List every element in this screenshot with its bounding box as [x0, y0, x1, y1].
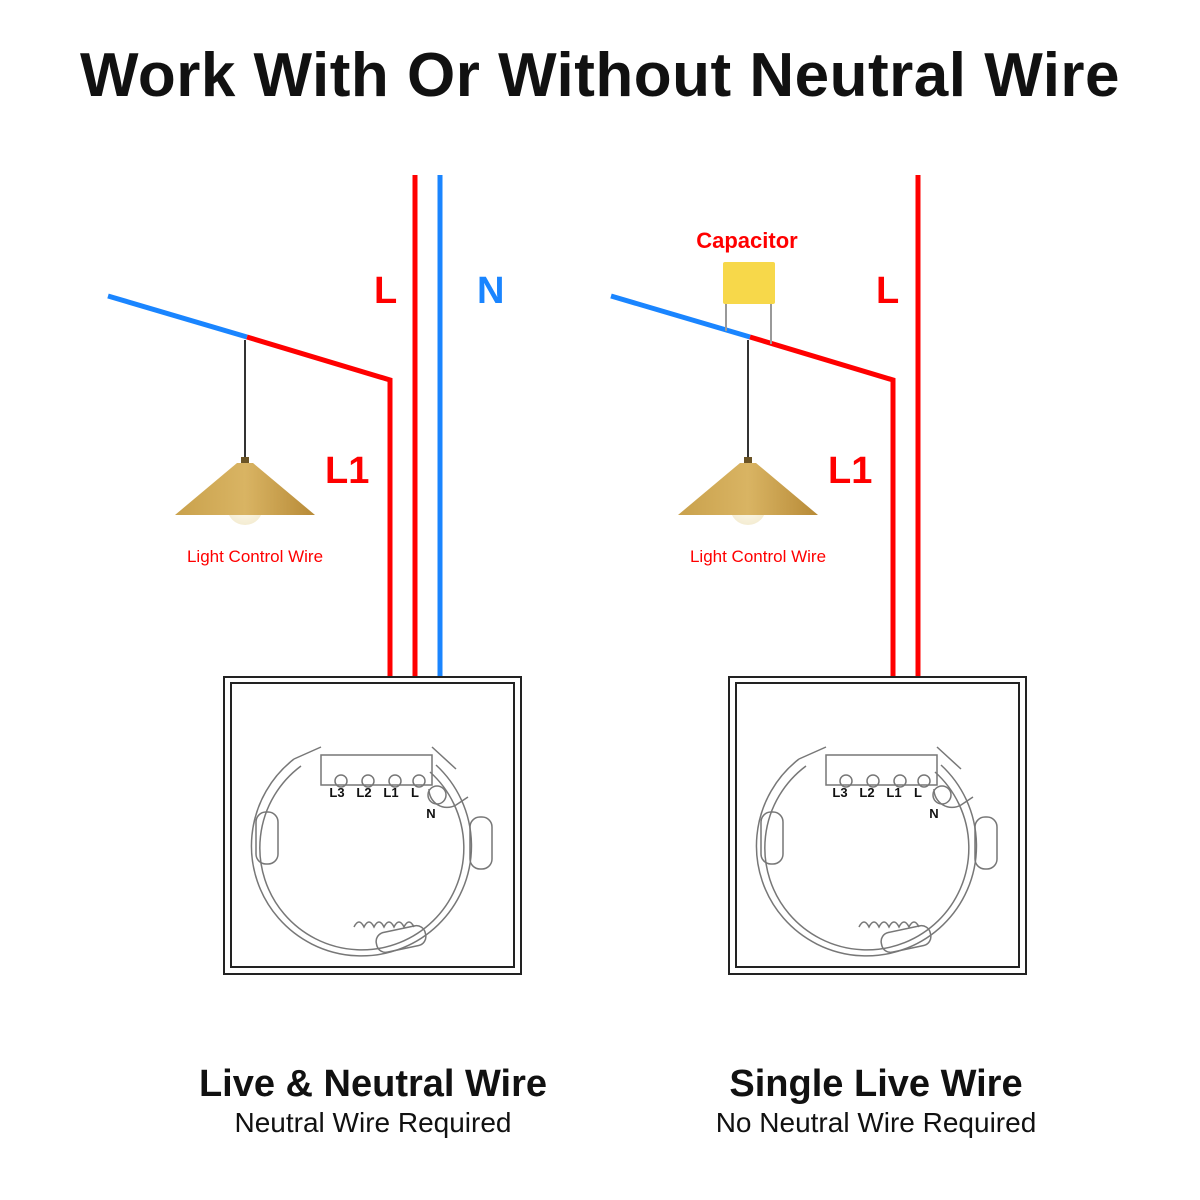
left-neutral-feed-wire	[107, 293, 248, 340]
left-terminal-l3: L3	[329, 785, 344, 800]
right-terminal-l2: L2	[859, 785, 874, 800]
right-lamp-label: Light Control Wire	[690, 547, 826, 566]
left-switch-backplate	[223, 676, 522, 975]
left-terminal-l2: L2	[356, 785, 371, 800]
right-subheading: No Neutral Wire Required	[715, 1107, 1037, 1138]
left-lamp-label: Light Control Wire	[187, 547, 323, 566]
right-heading: Single Live Wire	[729, 1063, 1023, 1105]
right-terminal-l3: L3	[832, 785, 847, 800]
right-diagram	[610, 175, 1027, 975]
left-terminal-n: N	[426, 806, 435, 821]
left-terminal-l: L	[411, 785, 419, 800]
page-title: Work With Or Without Neutral Wire	[79, 41, 1121, 110]
left-terminal-l1: L1	[383, 785, 398, 800]
right-terminal-l1: L1	[886, 785, 901, 800]
capacitor-label: Capacitor	[696, 228, 798, 253]
right-load-label: L1	[828, 450, 872, 492]
right-terminal-l: L	[914, 785, 922, 800]
left-diagram	[107, 175, 522, 975]
left-lamp-icon	[174, 339, 316, 526]
left-load-label: L1	[325, 450, 369, 492]
right-lamp-icon	[677, 339, 819, 526]
capacitor-icon	[723, 262, 775, 344]
left-load-wire	[246, 334, 393, 775]
right-live-label: L	[876, 270, 899, 312]
left-heading: Live & Neutral Wire	[198, 1063, 548, 1105]
left-live-label: L	[374, 270, 397, 312]
right-switch-backplate	[728, 676, 1027, 975]
left-subheading: Neutral Wire Required	[234, 1107, 512, 1138]
right-caption: Single Live Wire No Neutral Wire Require…	[626, 1062, 1126, 1140]
right-terminal-n: N	[929, 806, 938, 821]
left-caption: Live & Neutral Wire Neutral Wire Require…	[123, 1062, 623, 1140]
left-neutral-label: N	[477, 270, 504, 312]
right-load-wire	[749, 334, 896, 775]
